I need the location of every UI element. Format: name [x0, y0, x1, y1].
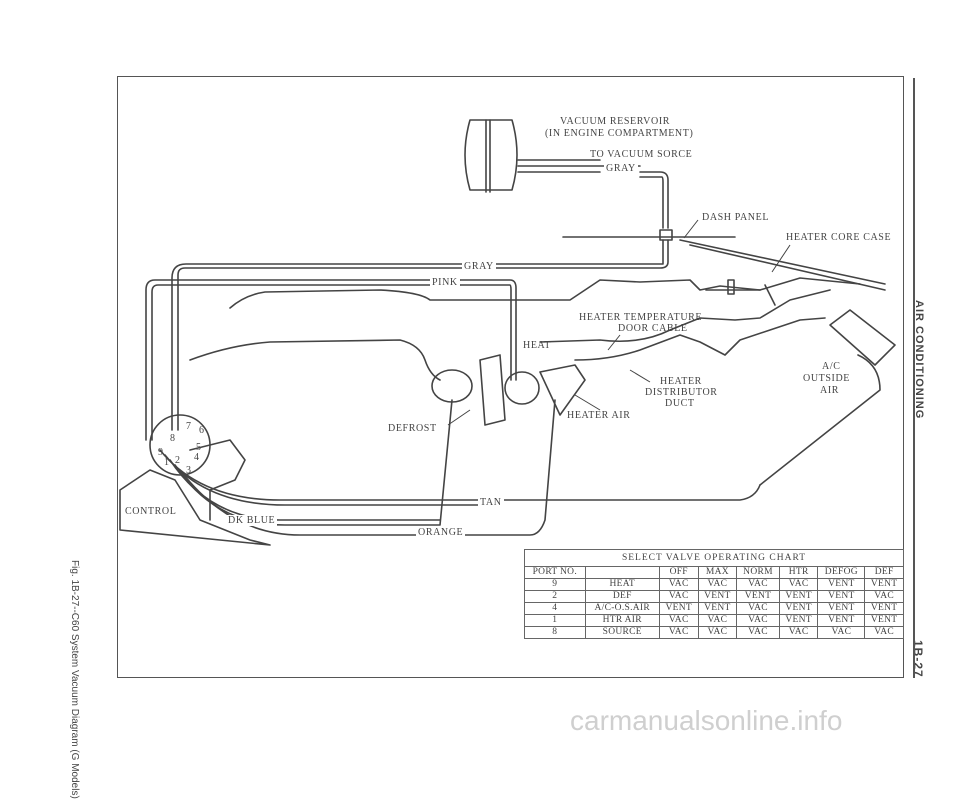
control-port-label: 4 [194, 452, 200, 463]
gray-hose-label-mid: GRAY [462, 261, 496, 272]
chart-title: SELECT VALVE OPERATING CHART [524, 549, 904, 567]
table-cell: VAC [864, 590, 904, 603]
watermark: carmanualsonline.info [570, 705, 843, 736]
table-cell: VENT [778, 614, 819, 627]
table-cell: VAC [736, 614, 780, 627]
table-cell: VAC [697, 614, 738, 627]
table-cell: VAC [778, 578, 819, 591]
table-cell: 8 [524, 626, 586, 639]
vacuum-diagram-drawing [119, 119, 896, 546]
table-cell: VAC [736, 578, 780, 591]
chart-header-function [584, 566, 660, 579]
table-cell: VENT [817, 578, 866, 591]
tan-hose-label: TAN [478, 497, 504, 508]
heater-temperature-label-line2: DOOR CABLE [618, 323, 688, 334]
heater-distributor-label-line3: DUCT [665, 398, 695, 409]
chart-header-norm: NORM [736, 566, 780, 579]
select-valve-operating-chart: SELECT VALVE OPERATING CHART PORT NO. OF… [524, 549, 904, 639]
orange-hose-label: ORANGE [416, 527, 466, 538]
control-port-label: 8 [170, 433, 176, 444]
control-port-label: 9 [158, 447, 164, 458]
pink-hose-label: PINK [430, 277, 460, 288]
control-port-label: 6 [199, 425, 205, 436]
table-cell: VAC [697, 626, 738, 639]
table-cell: VENT [658, 602, 699, 615]
table-cell: VENT [697, 602, 738, 615]
control-port-label: 3 [186, 465, 192, 476]
heater-core-case-label: HEATER CORE CASE [786, 232, 892, 243]
control-port-label: 5 [196, 442, 202, 453]
control-port-label: 1 [164, 457, 170, 468]
chart-header-off: OFF [658, 566, 699, 579]
table-cell: VENT [864, 602, 904, 615]
diagram-frame [117, 76, 904, 678]
table-cell: VAC [864, 626, 904, 639]
chart-header-max: MAX [697, 566, 738, 579]
table-cell: VAC [658, 590, 699, 603]
table-cell: HEAT [584, 578, 660, 591]
table-cell: VAC [658, 578, 699, 591]
table-cell: VENT [697, 590, 738, 603]
control-label: CONTROL [125, 506, 177, 517]
table-cell: VAC [817, 626, 866, 639]
ac-outside-air-label-line1: A/C [822, 361, 841, 372]
table-cell: VENT [817, 590, 866, 603]
table-cell: VENT [864, 578, 904, 591]
ac-outside-air-label-line2: OUTSIDE [803, 373, 850, 384]
table-cell: A/C-O.S.AIR [584, 602, 660, 615]
gray-hose-label-top: GRAY [604, 163, 638, 174]
chart-header-defog: DEFOG [817, 566, 866, 579]
to-vacuum-source-label: TO VACUUM SORCE [590, 149, 693, 160]
table-cell: VENT [778, 602, 819, 615]
chart-header-row: PORT NO. OFF MAX NORM HTR DEFOG DEF [524, 566, 904, 579]
heater-air-label: HEATER AIR [567, 410, 631, 421]
ac-outside-air-label-line3: AIR [820, 385, 840, 396]
defrost-outlet-label: DEFROST [388, 423, 437, 434]
table-cell: VAC [736, 602, 780, 615]
table-cell: 1 [524, 614, 586, 627]
table-cell: HTR AIR [584, 614, 660, 627]
table-cell: 9 [524, 578, 586, 591]
table-cell: VENT [817, 602, 866, 615]
vacuum-reservoir-label-line2: (IN ENGINE COMPARTMENT) [545, 128, 694, 139]
table-cell: VENT [736, 590, 780, 603]
table-cell: VAC [658, 614, 699, 627]
heater-distributor-label-line2: DISTRIBUTOR [645, 387, 718, 398]
table-cell: 4 [524, 602, 586, 615]
control-port-label: 7 [186, 421, 192, 432]
table-cell: 2 [524, 590, 586, 603]
right-margin-rule [913, 78, 915, 678]
heater-core-case [679, 239, 886, 285]
table-cell: VAC [658, 626, 699, 639]
chart-header-port: PORT NO. [524, 566, 586, 579]
heater-temperature-label-line1: HEATER TEMPERATURE [579, 312, 703, 323]
dk-blue-hose-label: DK BLUE [226, 515, 278, 526]
table-cell: VAC [736, 626, 780, 639]
table-cell: VENT [778, 590, 819, 603]
heat-outlet-label: HEAT [523, 340, 551, 351]
table-cell: SOURCE [584, 626, 660, 639]
heater-distributor-label-line1: HEATER [660, 376, 702, 387]
vacuum-reservoir-label-line1: VACUUM RESERVOIR [560, 116, 671, 127]
dash-panel-label: DASH PANEL [702, 212, 770, 223]
table-cell: VAC [778, 626, 819, 639]
table-cell: DEF [584, 590, 660, 603]
vacuum-reservoir [464, 119, 518, 191]
chart-header-def: DEF [864, 566, 904, 579]
chart-header-htr: HTR [778, 566, 819, 579]
table-cell: VENT [817, 614, 866, 627]
table-cell: VENT [864, 614, 904, 627]
table-cell: VAC [697, 578, 738, 591]
control-port-label: 2 [175, 455, 181, 466]
